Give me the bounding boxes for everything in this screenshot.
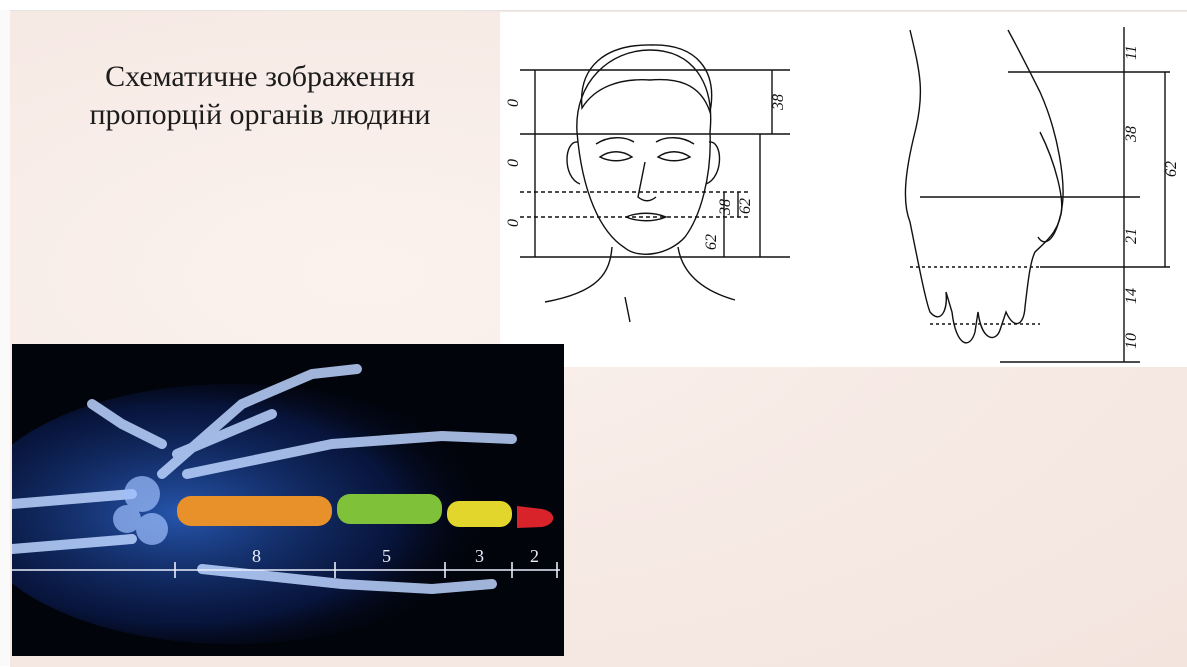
right-ear [706, 142, 720, 184]
hand-xray-svg: 8 5 3 2 [12, 344, 564, 656]
hand-outline [905, 30, 1063, 343]
face-mark-right-4: 62 [703, 234, 720, 250]
face-outline [577, 50, 711, 254]
hand-xray-image: 8 5 3 2 [12, 344, 564, 656]
proportion-sketch-image: 0 0 0 38 38 62 62 11 38 62 21 14 10 [500, 12, 1187, 367]
xray-label-3: 3 [475, 546, 484, 566]
left-eye [600, 152, 632, 161]
xray-segment-5 [337, 494, 442, 524]
hand-mark-1: 11 [1123, 45, 1140, 60]
nose [638, 162, 656, 201]
neck-left [545, 247, 612, 302]
face-mark-left-3: 0 [505, 219, 522, 227]
xray-segment-3 [447, 501, 512, 527]
face-mark-left-1: 0 [505, 99, 522, 107]
neck-center [625, 297, 630, 322]
face-mark-left-2: 0 [505, 159, 522, 167]
hair-outline [582, 45, 712, 112]
hand-mark-3: 62 [1163, 161, 1180, 177]
right-brow [656, 138, 694, 144]
right-eye [658, 152, 690, 161]
neck-right [678, 247, 735, 300]
title-line-1: Схематичне зображення [40, 58, 480, 96]
left-brow [596, 138, 634, 144]
proportion-sketch-svg: 0 0 0 38 38 62 62 11 38 62 21 14 10 [500, 12, 1187, 367]
slide-title: Схематичне зображення пропорцій органів … [40, 58, 480, 134]
hand-mark-4: 21 [1123, 228, 1140, 244]
xray-label-8: 8 [252, 546, 261, 566]
face-mark-right-3: 62 [737, 198, 754, 214]
hand-mark-6: 10 [1123, 333, 1140, 349]
face-mark-right-1: 38 [770, 94, 787, 111]
xray-segment-8 [177, 496, 332, 526]
title-line-2: пропорцій органів людини [40, 96, 480, 134]
hand-mark-5: 14 [1123, 288, 1140, 304]
hand-mark-2: 38 [1123, 126, 1140, 143]
xray-label-2: 2 [530, 546, 539, 566]
face-mark-right-2: 38 [717, 199, 734, 216]
xray-label-5: 5 [382, 546, 391, 566]
